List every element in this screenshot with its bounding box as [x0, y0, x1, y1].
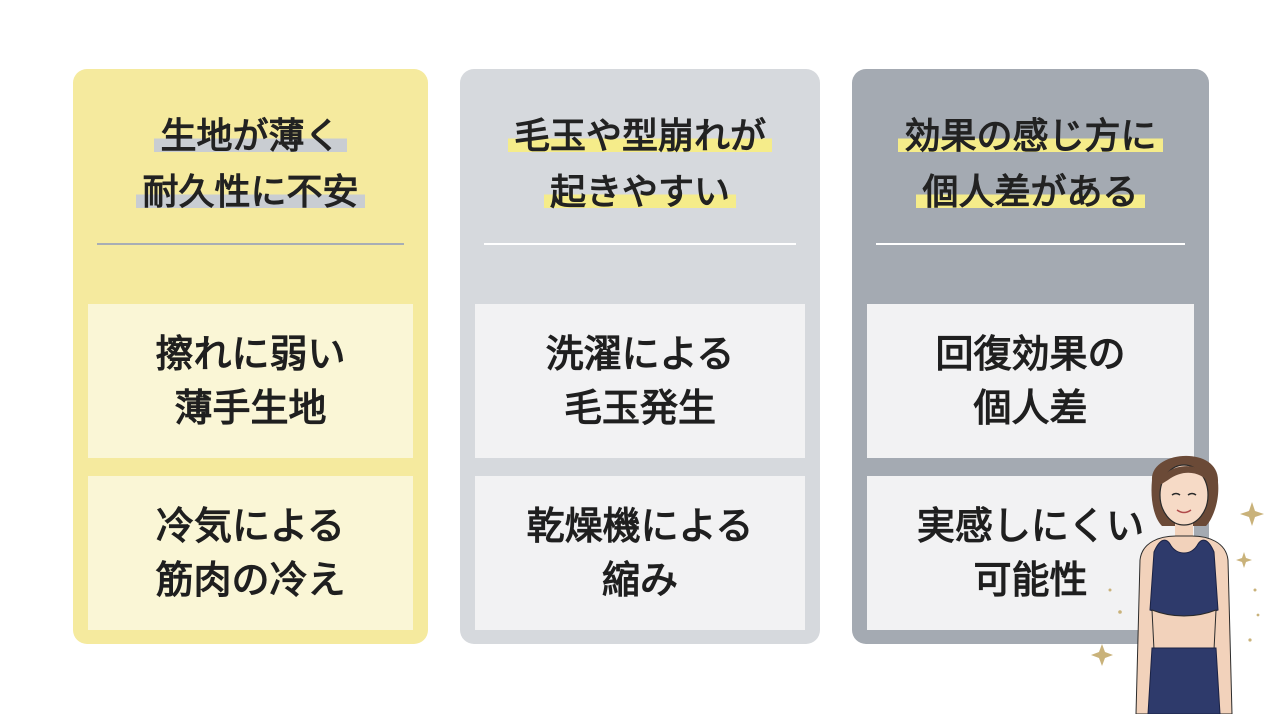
card-item-text: 冷気による 筋肉の冷え — [155, 504, 346, 602]
card-individual-difference: 効果の感じ方に 個人差がある 回復効果の 個人差 実感しにくい 可能性 — [852, 69, 1209, 644]
card-title: 毛玉や型崩れが 起きやすい — [460, 109, 820, 221]
card-item: 冷気による 筋肉の冷え — [88, 476, 413, 630]
card-title: 効果の感じ方に 個人差がある — [852, 109, 1209, 221]
card-title-line-2: 起きやすい — [543, 172, 736, 213]
card-item: 擦れに弱い 薄手生地 — [88, 304, 413, 458]
card-item: 乾燥機による 縮み — [475, 476, 805, 630]
card-title-line-1: 効果の感じ方に — [898, 116, 1163, 157]
card-thin-fabric: 生地が薄く 耐久性に不安 擦れに弱い 薄手生地 冷気による 筋肉の冷え — [73, 69, 428, 644]
card-title-line-1: 毛玉や型崩れが — [507, 116, 772, 157]
card-item-text: 実感しにくい 可能性 — [916, 504, 1145, 602]
card-divider — [97, 243, 404, 245]
card-item: 洗濯による 毛玉発生 — [475, 304, 805, 458]
card-title-line-2: 個人差がある — [916, 172, 1145, 213]
card-divider — [876, 243, 1185, 245]
card-title-line-2: 耐久性に不安 — [136, 172, 365, 213]
card-item-text: 洗濯による 毛玉発生 — [545, 332, 735, 430]
card-item-text: 回復効果の 個人差 — [935, 332, 1126, 430]
sparkle-icon — [1091, 502, 1264, 666]
card-pilling: 毛玉や型崩れが 起きやすい 洗濯による 毛玉発生 乾燥機による 縮み — [460, 69, 820, 644]
card-item-text: 擦れに弱い 薄手生地 — [155, 332, 346, 430]
card-item-text: 乾燥機による 縮み — [526, 504, 754, 602]
card-item: 回復効果の 個人差 — [867, 304, 1194, 458]
card-title-line-1: 生地が薄く — [154, 116, 347, 157]
card-divider — [484, 243, 796, 245]
woman-illustration-icon — [1091, 455, 1264, 714]
card-title: 生地が薄く 耐久性に不安 — [73, 109, 428, 221]
